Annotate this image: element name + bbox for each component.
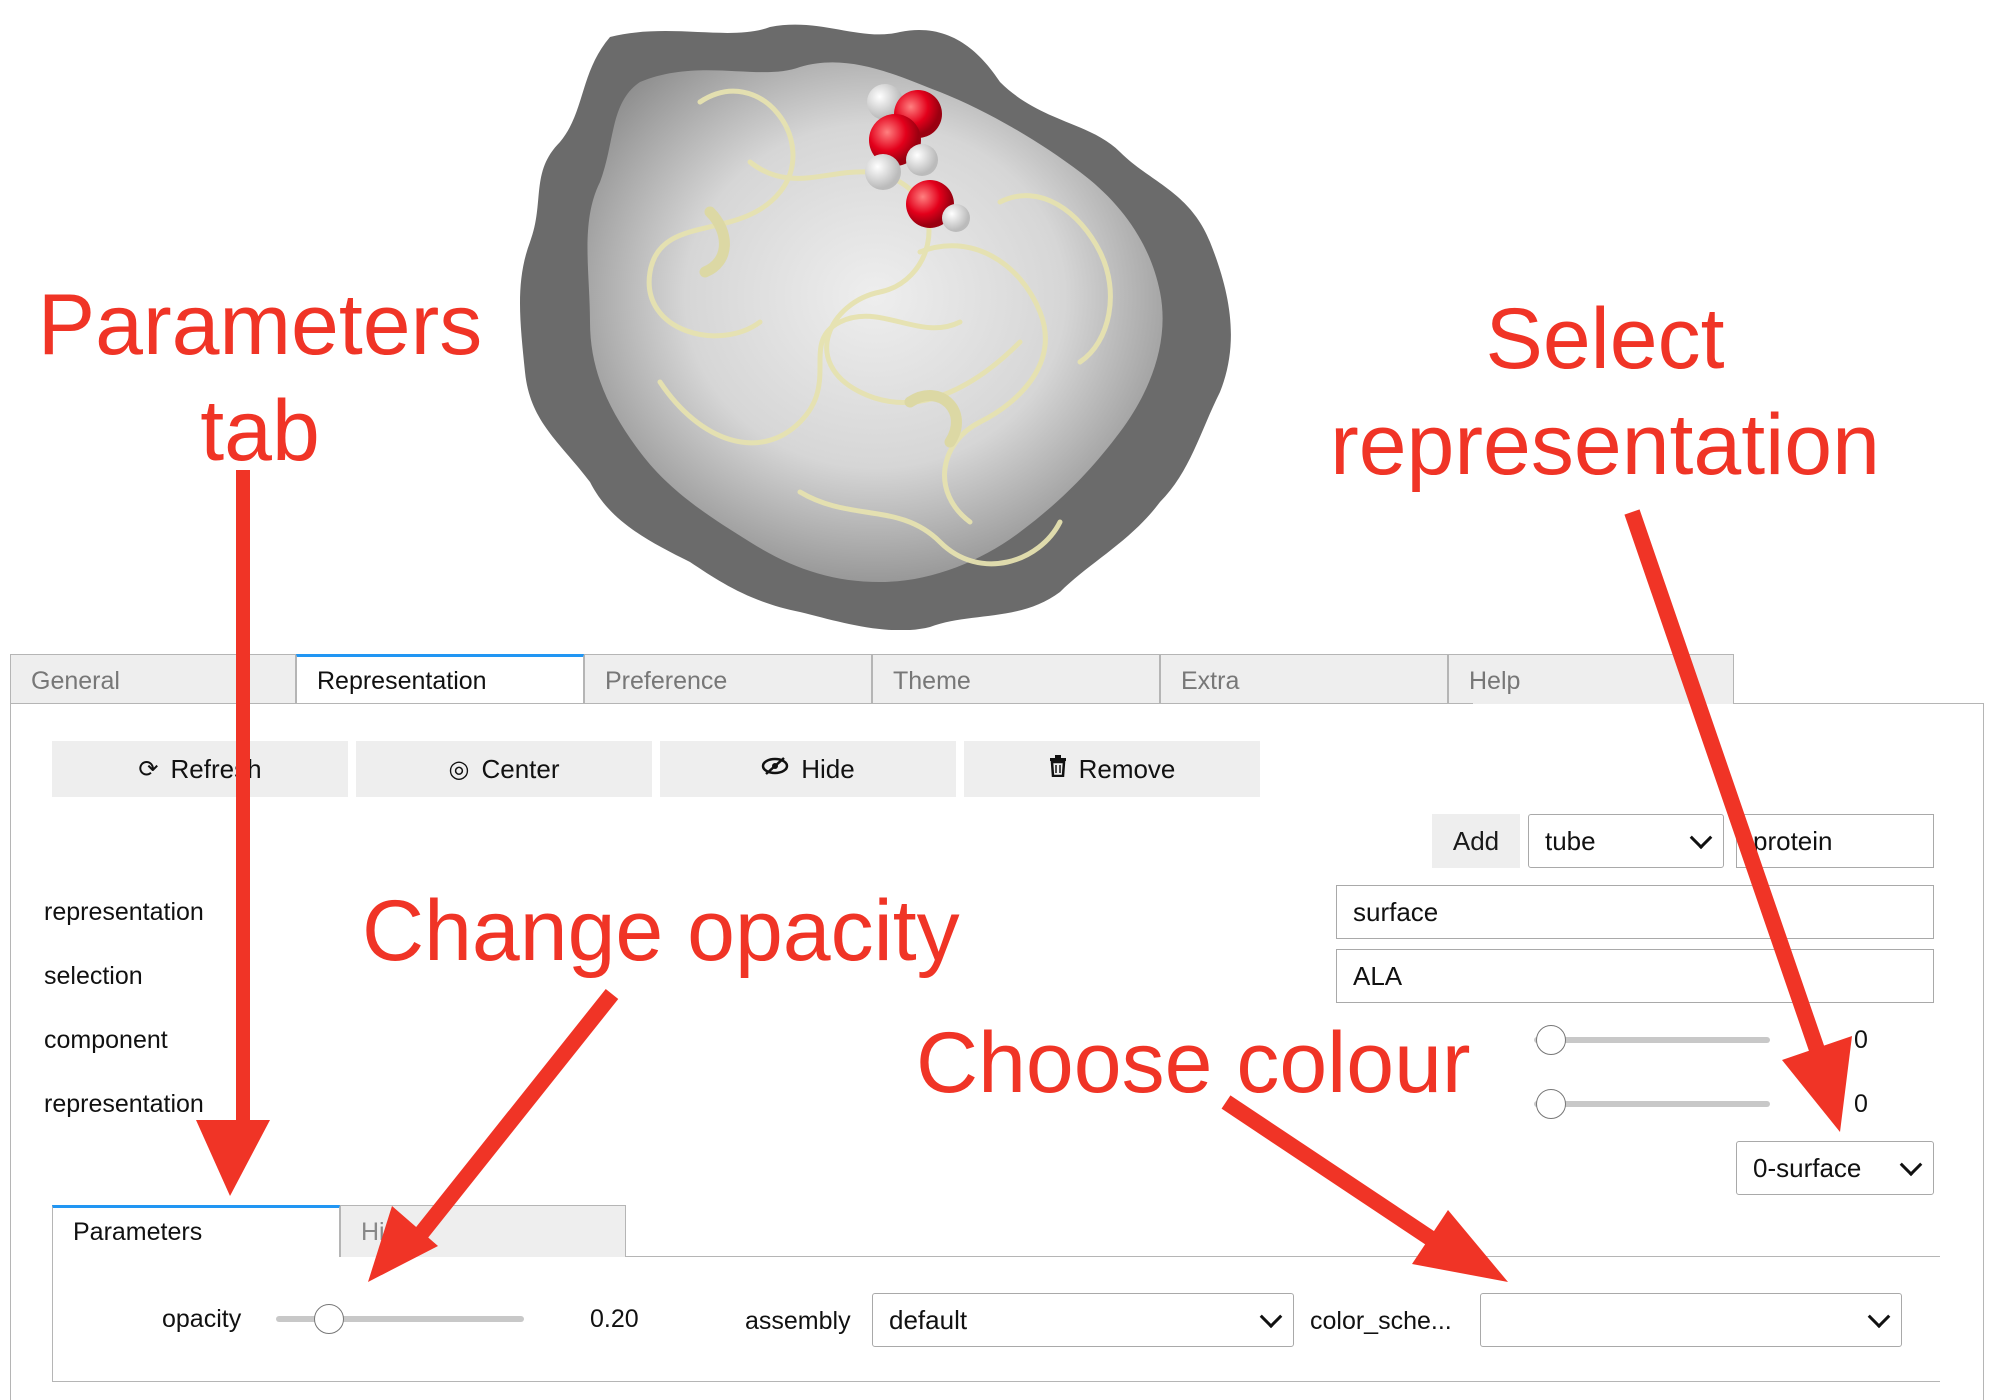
opacity-label: opacity <box>162 1305 242 1333</box>
component-slider-track[interactable] <box>1534 1037 1770 1043</box>
center-button[interactable]: ◎ Center <box>356 741 652 797</box>
subtab-label: Parameters <box>73 1218 203 1246</box>
eye-slash-icon <box>761 755 789 783</box>
component-slider-knob[interactable] <box>1536 1025 1566 1055</box>
molecule-viewer[interactable] <box>500 22 1400 631</box>
remove-label: Remove <box>1078 753 1176 784</box>
opacity-slider-track[interactable] <box>276 1316 524 1322</box>
hide-label: Hide <box>801 753 855 784</box>
opacity-slider-knob[interactable] <box>314 1304 344 1334</box>
tab-label: Help <box>1469 667 1521 695</box>
annotation-choose-colour: Choose colour <box>916 1015 1471 1111</box>
subtab-parameters[interactable]: Parameters <box>52 1205 340 1257</box>
refresh-icon: ⟳ <box>138 755 159 783</box>
representation-type-select[interactable]: tube <box>1528 814 1724 868</box>
annotation-change-opacity: Change opacity <box>362 883 960 979</box>
tab-label: Extra <box>1181 667 1240 695</box>
annotation-parameters-tab: Parameters tab <box>30 282 490 474</box>
component-value: 0 <box>1854 1026 1868 1054</box>
selection-value: ALA <box>1353 960 1403 991</box>
representation-index-value: 0 <box>1854 1090 1868 1118</box>
add-selection-input[interactable]: protein <box>1736 814 1934 868</box>
chevron-down-icon <box>1867 1305 1891 1329</box>
assembly-value: default <box>889 1304 968 1335</box>
assembly-label: assembly <box>745 1307 851 1335</box>
representation-select[interactable]: 0-surface <box>1736 1141 1934 1195</box>
annotation-select-representation: Select representation <box>1310 296 1900 488</box>
representation-slider-track[interactable] <box>1534 1101 1770 1107</box>
representation-slider-knob[interactable] <box>1536 1089 1566 1119</box>
representation-value: surface <box>1353 896 1439 927</box>
tab-help[interactable]: Help <box>1448 654 1734 704</box>
type-value: tube <box>1545 825 1596 856</box>
representation-field[interactable]: surface <box>1336 885 1934 939</box>
add-label: Add <box>1452 825 1500 856</box>
tab-theme[interactable]: Theme <box>872 654 1160 704</box>
protein-surface-render <box>520 24 1231 631</box>
remove-button[interactable]: Remove <box>964 741 1260 797</box>
representation-label: representation <box>44 898 204 926</box>
tab-extra[interactable]: Extra <box>1160 654 1448 704</box>
trash-icon <box>1049 754 1067 784</box>
assembly-select[interactable]: default <box>872 1293 1294 1347</box>
selection-field[interactable]: ALA <box>1336 949 1934 1003</box>
annotation-line: Select <box>1485 291 1725 387</box>
subtab-label: Hide <box>361 1218 413 1246</box>
center-label: Center <box>481 753 560 784</box>
representation-index-label: representation <box>44 1090 204 1118</box>
tab-general[interactable]: General <box>10 654 296 704</box>
subtab-hide[interactable]: Hide <box>340 1205 626 1257</box>
subtab-divider <box>52 1256 1940 1257</box>
hide-button[interactable]: Hide <box>660 741 956 797</box>
annotation-line: tab <box>200 383 320 479</box>
color-scheme-label: color_sche... <box>1310 1307 1452 1335</box>
arrow-head-select-representation <box>1782 1036 1852 1132</box>
color-scheme-select[interactable] <box>1480 1293 1902 1347</box>
chevron-down-icon <box>1259 1305 1283 1329</box>
target-icon: ◎ <box>448 755 470 783</box>
tab-preference[interactable]: Preference <box>584 654 872 704</box>
tab-representation[interactable]: Representation <box>296 654 584 704</box>
refresh-label: Refresh <box>170 753 262 784</box>
add-button[interactable]: Add <box>1432 814 1520 868</box>
tab-label: Theme <box>893 667 971 695</box>
chevron-down-icon <box>1899 1153 1923 1177</box>
annotation-line: representation <box>1330 397 1880 493</box>
subpanel-left-border <box>52 1257 53 1381</box>
representation-panel <box>10 703 1473 1400</box>
tab-label: General <box>31 667 120 695</box>
component-label: component <box>44 1026 168 1054</box>
refresh-button[interactable]: ⟳ Refresh <box>52 741 348 797</box>
annotation-line: Parameters <box>37 277 483 373</box>
chevron-down-icon <box>1689 826 1713 850</box>
selection-label: selection <box>44 962 143 990</box>
opacity-value: 0.20 <box>590 1305 639 1333</box>
tab-bar-divider <box>1734 703 1984 704</box>
panel-right-border <box>1983 703 1984 1400</box>
tab-label: Preference <box>605 667 728 695</box>
selection-input-value: protein <box>1753 825 1833 856</box>
subpanel-bottom-border <box>52 1381 1940 1382</box>
representation-select-value: 0-surface <box>1753 1152 1862 1183</box>
tab-label: Representation <box>317 667 487 695</box>
